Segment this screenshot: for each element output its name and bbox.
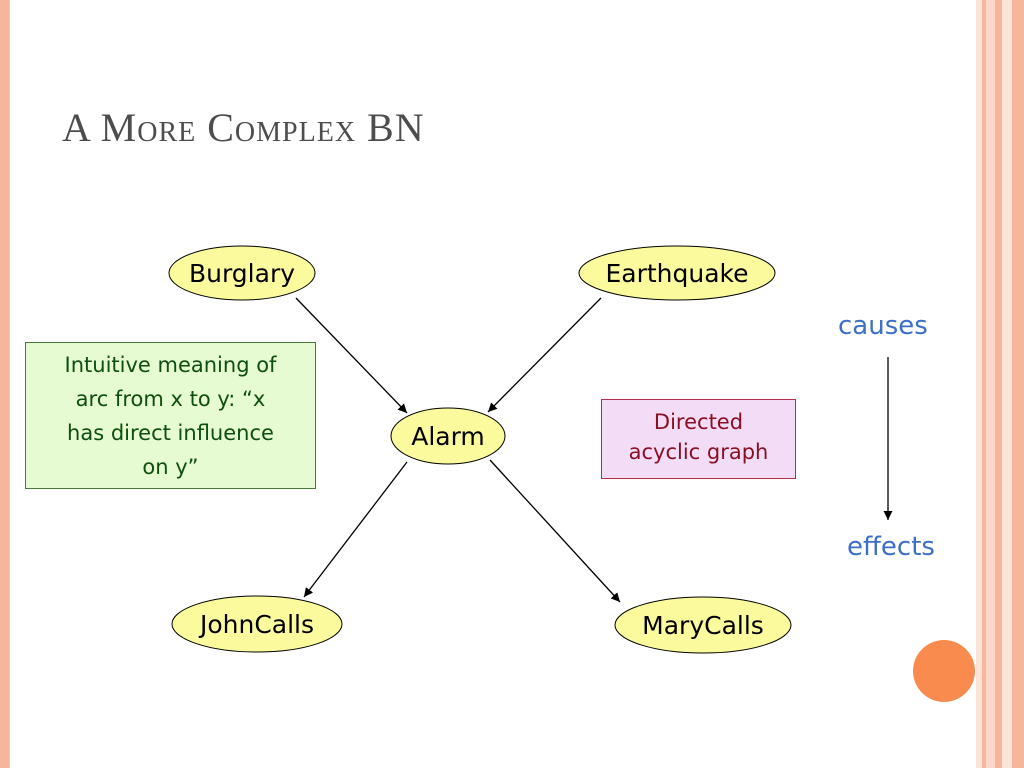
node-marycalls: MaryCalls — [614, 596, 792, 654]
dag-note-line: Directed — [653, 410, 744, 434]
node-alarm-label: Alarm — [411, 422, 485, 451]
dag-note: Directed acyclic graph — [601, 399, 796, 479]
node-burglary-label: Burglary — [189, 259, 295, 288]
causes-label: causes — [838, 311, 928, 341]
node-johncalls-shape — [171, 595, 343, 653]
node-marycalls-label: MaryCalls — [642, 611, 764, 640]
node-johncalls-label: JohnCalls — [198, 610, 314, 639]
node-alarm-shape — [390, 407, 506, 465]
slide-title: A More Complex BN — [62, 105, 425, 150]
node-alarm: Alarm — [390, 407, 506, 465]
node-burglary: Burglary — [168, 245, 316, 301]
node-earthquake: Earthquake — [578, 245, 776, 301]
edge-alarm-marycalls — [489, 459, 621, 603]
node-johncalls: JohnCalls — [171, 595, 343, 653]
intuitive-meaning-note: Intuitive meaning of arc from x to y: “x… — [25, 342, 316, 489]
intuitive-meaning-line: arc from x to y: “x — [75, 387, 266, 411]
node-marycalls-shape — [614, 596, 792, 654]
node-earthquake-label: Earthquake — [605, 259, 748, 288]
intuitive-meaning-line: on y” — [142, 455, 199, 479]
slide-frame-left — [0, 0, 9, 768]
slide-frame-left-line — [9, 0, 10, 768]
effects-label: effects — [847, 532, 935, 562]
intuitive-meaning-line: has direct influence — [67, 421, 274, 445]
intuitive-meaning-line: Intuitive meaning of — [64, 353, 277, 377]
node-earthquake-shape — [578, 245, 776, 301]
slide-frame-right — [976, 0, 1024, 768]
dag-note-line: acyclic graph — [628, 440, 769, 464]
edge-earthquake-alarm — [487, 297, 602, 413]
edge-alarm-johncalls — [303, 461, 408, 598]
decorative-orange-dot — [913, 640, 975, 702]
edge-burglary-alarm — [295, 297, 408, 414]
node-burglary-shape — [168, 245, 316, 301]
